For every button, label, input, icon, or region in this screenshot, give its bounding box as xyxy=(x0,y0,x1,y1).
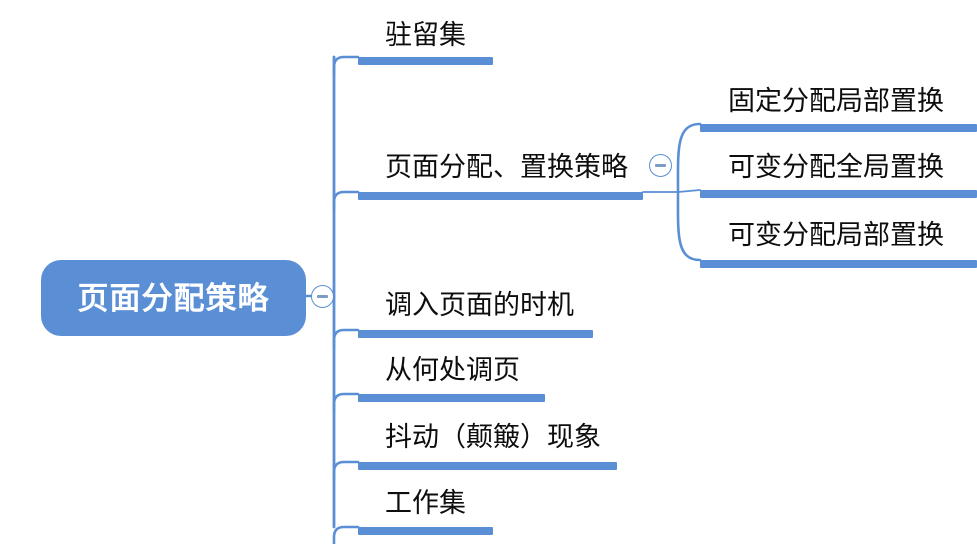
subbranch-bar-2-1[interactable] xyxy=(700,124,977,132)
branch-bar-1[interactable] xyxy=(358,57,493,65)
curve-branch-2-2 xyxy=(677,189,701,193)
elbow-branch-1 xyxy=(332,55,360,77)
branch-label-3[interactable]: 调入页面的时机 xyxy=(385,290,574,320)
minus-circle-icon-branch-2[interactable] xyxy=(649,154,672,177)
branch-label-2[interactable]: 页面分配、置换策略 xyxy=(385,152,628,182)
curve-branch-2-3 xyxy=(676,190,702,262)
subbranch-bar-2-2[interactable] xyxy=(700,190,977,198)
branch-bar-6[interactable] xyxy=(358,527,493,535)
subbranch-label-2-3[interactable]: 可变分配局部置换 xyxy=(728,220,944,250)
elbow-branch-3 xyxy=(332,328,360,350)
curve-branch-2-1 xyxy=(676,122,702,194)
branch-bar-5[interactable] xyxy=(358,462,617,470)
subbranch-bar-2-3[interactable] xyxy=(700,260,977,268)
root-node-label: 页面分配策略 xyxy=(77,280,270,316)
branch-label-4[interactable]: 从何处调页 xyxy=(385,355,520,385)
branch-label-1[interactable]: 驻留集 xyxy=(385,20,466,50)
subbranch-label-2-2[interactable]: 可变分配全局置换 xyxy=(728,152,944,182)
subbranch-label-2-1[interactable]: 固定分配局部置换 xyxy=(728,86,944,116)
root-node[interactable]: 页面分配策略 xyxy=(41,260,306,336)
minus-glyph xyxy=(317,295,328,298)
elbow-branch-4 xyxy=(332,392,360,414)
branch-bar-3[interactable] xyxy=(358,330,593,338)
branch-bar-2[interactable] xyxy=(358,192,643,200)
branch-bar-4[interactable] xyxy=(358,394,545,402)
branch-label-6[interactable]: 工作集 xyxy=(385,488,466,518)
elbow-branch-5 xyxy=(332,460,360,482)
elbow-branch-6 xyxy=(332,525,360,544)
minus-circle-icon-root[interactable] xyxy=(311,285,334,308)
elbow-branch-2 xyxy=(332,190,360,212)
branch-label-5[interactable]: 抖动（颠簸）现象 xyxy=(385,422,601,452)
minus-glyph xyxy=(655,164,666,167)
